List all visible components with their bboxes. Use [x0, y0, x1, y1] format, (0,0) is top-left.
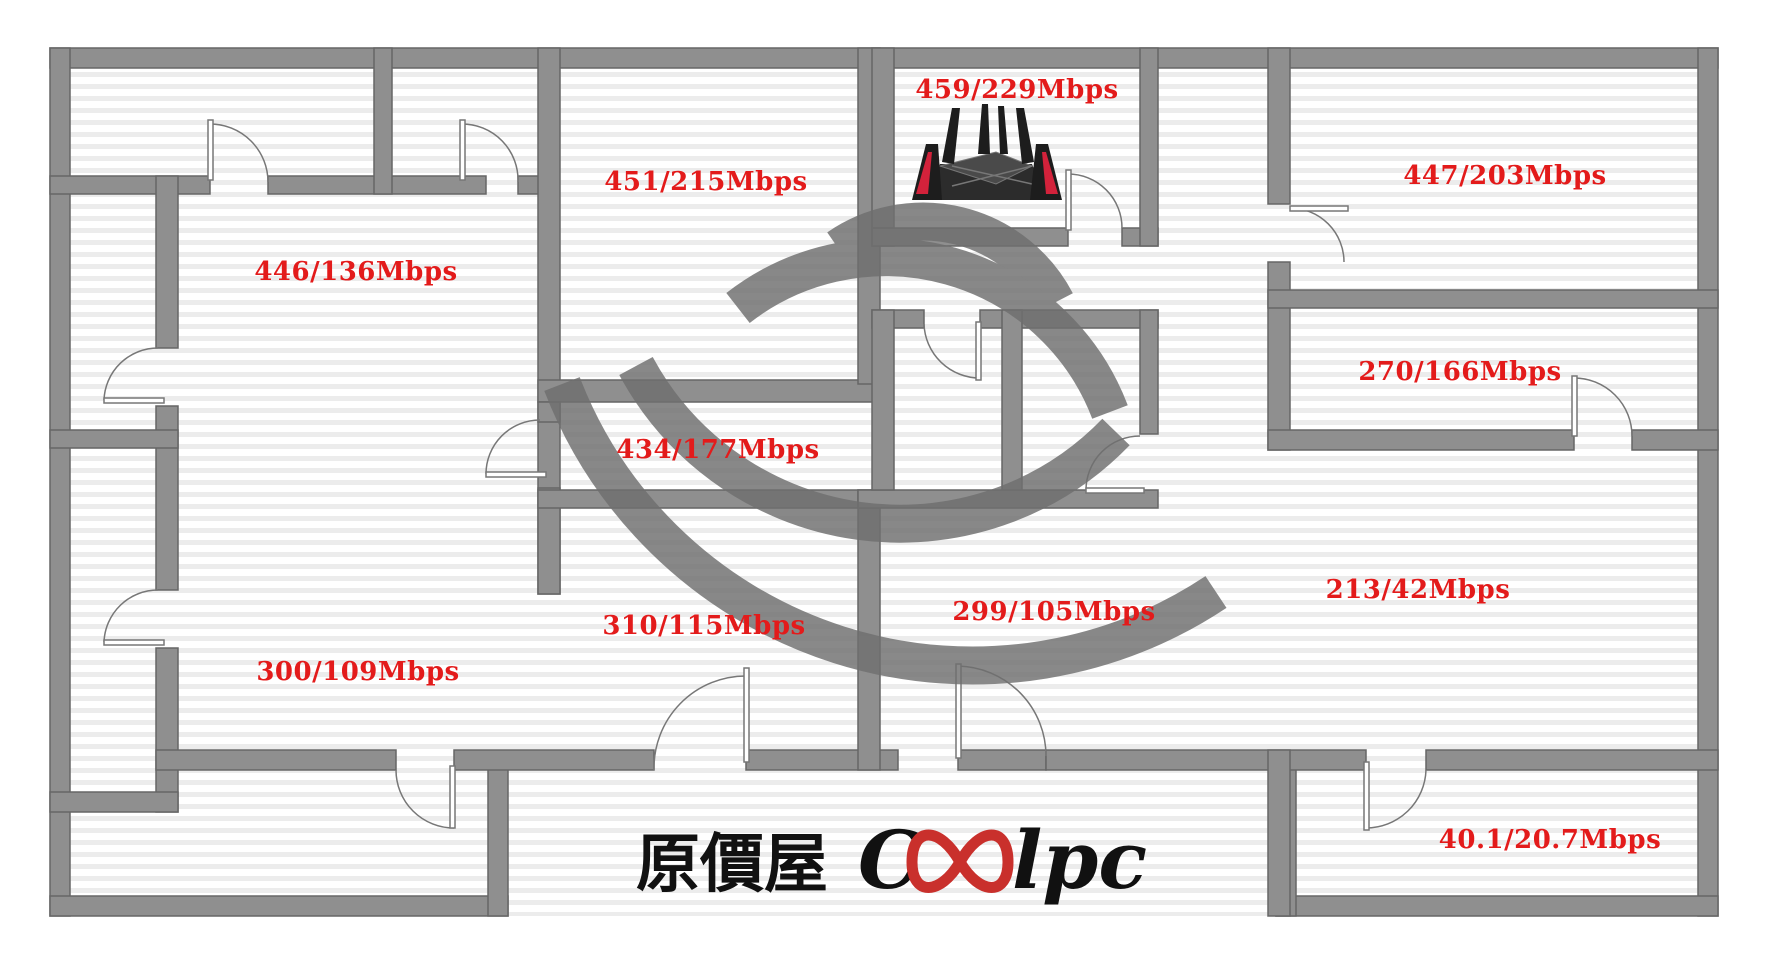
room-speed-label: 447/203Mbps: [1403, 161, 1606, 191]
router-icon: [912, 104, 1062, 200]
infinity-icon: [906, 829, 1014, 893]
router-speed-label: 459/229Mbps: [915, 75, 1118, 105]
room-speed-label: 299/105Mbps: [952, 597, 1155, 627]
doors: [103, 119, 1633, 831]
room-speed-label: 434/177Mbps: [616, 435, 819, 465]
room-speed-label: 300/109Mbps: [256, 657, 459, 687]
wifi-signal-icon: [544, 202, 1227, 685]
walls: [49, 47, 1719, 917]
logo-chinese-text: 原價屋: [636, 827, 828, 902]
room-speed-label: 213/42Mbps: [1326, 575, 1511, 605]
room-speed-label: 270/166Mbps: [1358, 357, 1561, 387]
room-speed-label: 40.1/20.7Mbps: [1439, 825, 1661, 855]
room-speed-label: 310/115Mbps: [602, 611, 805, 641]
logo-english-text: lpc: [1012, 813, 1147, 907]
speed-labels: 459/229Mbps 451/215Mbps 447/203Mbps 446/…: [254, 75, 1661, 855]
coolpc-logo: 原價屋 C lpc: [636, 813, 1147, 907]
room-speed-label: 446/136Mbps: [254, 257, 457, 287]
room-speed-label: 451/215Mbps: [604, 167, 807, 197]
